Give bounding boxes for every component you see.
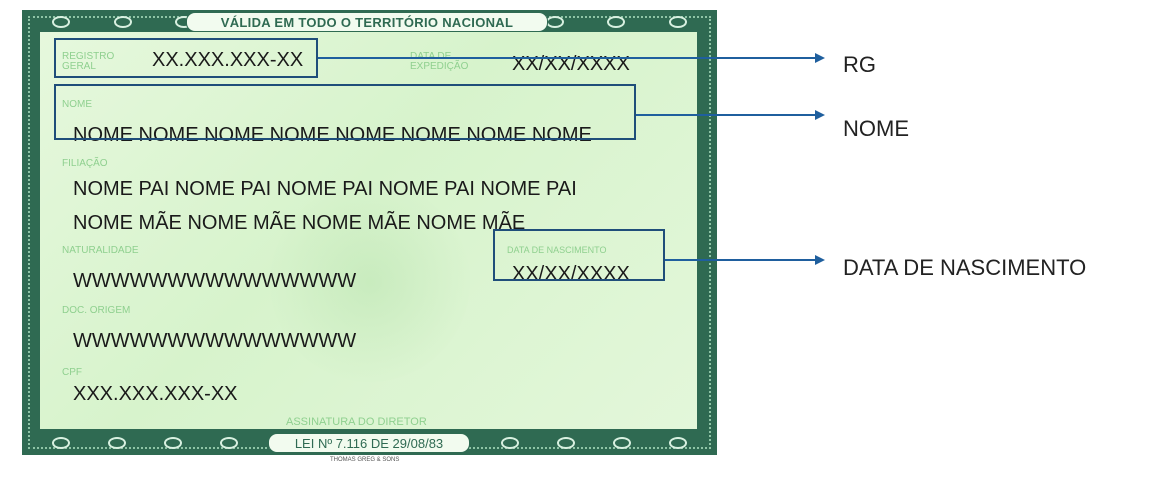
border-oval — [52, 16, 70, 28]
cpf-value: XXX.XXX.XXX-XX — [73, 383, 238, 405]
assinatura-label: ASSINATURA DO DIRETOR — [286, 416, 427, 428]
annotation-nascimento: DATA DE NASCIMENTO — [843, 255, 1087, 280]
expedicao-label: DATA DE EXPEDIÇÃO — [410, 51, 469, 72]
border-oval — [668, 16, 687, 28]
printer-mark: THOMAS GREG & SONS — [330, 457, 400, 463]
nascimento-highlight-box — [493, 229, 665, 281]
filiacao-pai-value: NOME PAI NOME PAI NOME PAI NOME PAI NOME… — [73, 178, 577, 200]
border-oval — [108, 437, 127, 449]
card-footer-law: LEI Nº 7.116 DE 29/08/83 — [268, 433, 470, 453]
annotation-rg: RG — [843, 52, 876, 77]
naturalidade-label: NATURALIDADE — [62, 245, 139, 256]
card-header-banner: VÁLIDA EM TODO O TERRITÓRIO NACIONAL — [186, 12, 548, 32]
registro-value: XX.XXX.XXX-XX — [152, 49, 304, 71]
coat-of-arms-watermark — [270, 182, 470, 382]
card-body: REGISTRO GERAL XX.XXX.XXX-XX DATA DE EXP… — [40, 32, 697, 429]
nome-value: NOME NOME NOME NOME NOME NOME NOME NOME — [73, 124, 592, 146]
border-oval — [164, 437, 183, 449]
doc-origem-label: DOC. ORIGEM — [62, 305, 131, 316]
doc-origem-value: WWWWWWWWWWWWWWW — [73, 330, 357, 352]
border-oval — [113, 16, 132, 28]
nome-label: NOME — [62, 99, 92, 110]
border-oval — [556, 437, 575, 449]
border-oval — [52, 437, 70, 449]
border-oval — [220, 437, 239, 449]
border-oval — [500, 437, 519, 449]
cpf-label: CPF — [62, 367, 82, 378]
filiacao-label: FILIAÇÃO — [62, 158, 108, 169]
border-oval — [612, 437, 631, 449]
registro-label: REGISTRO GERAL — [62, 51, 115, 72]
card-top-border — [52, 14, 687, 30]
naturalidade-value: WWWWWWWWWWWWWWW — [73, 270, 357, 292]
border-oval — [668, 437, 687, 449]
nome-highlight-box — [54, 84, 636, 140]
border-oval — [607, 16, 626, 28]
nascimento-label: DATA DE NASCIMENTO — [507, 245, 607, 255]
registro-highlight-box — [54, 38, 318, 78]
annotation-nome: NOME — [843, 116, 909, 141]
filiacao-mae-value: NOME MÃE NOME MÃE NOME MÃE NOME MÃE — [73, 212, 526, 234]
